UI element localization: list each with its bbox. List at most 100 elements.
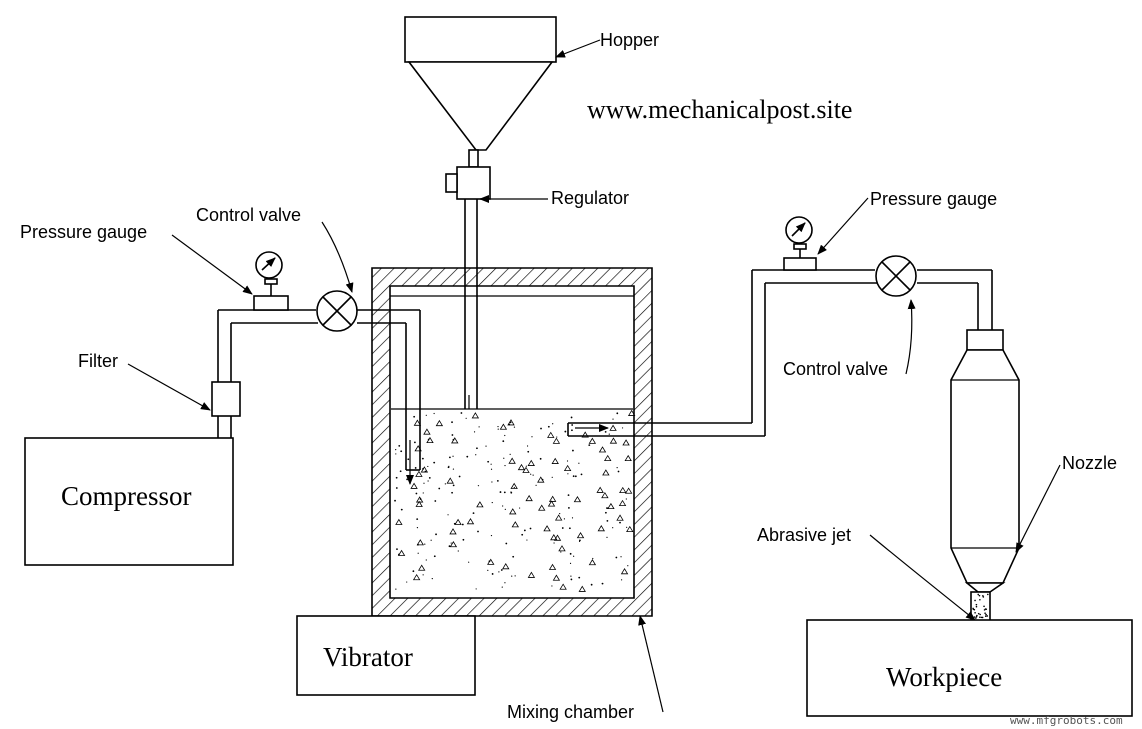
abrasive-particle	[430, 539, 432, 541]
abrasive-particle	[588, 559, 597, 566]
abrasive-particle	[448, 545, 451, 548]
abrasive-particle	[517, 463, 526, 471]
abrasive-particle	[504, 582, 506, 584]
jet-particle	[984, 612, 986, 614]
abrasive-particle	[616, 514, 624, 521]
abrasive-particle	[508, 457, 516, 464]
abrasive-particle	[488, 560, 491, 563]
abrasive-particle	[571, 424, 574, 426]
abrasive-particle	[573, 495, 582, 503]
abrasive-particle	[499, 491, 502, 493]
pressure-gauge-left	[253, 251, 289, 311]
jet-particle	[986, 615, 989, 617]
abrasive-particle	[527, 571, 536, 578]
abrasive-particle	[509, 508, 517, 515]
abrasive-particle	[553, 542, 555, 544]
abrasive-particle	[529, 527, 532, 530]
abrasive-particle	[466, 518, 475, 525]
watermark: www.mfgrobots.com	[1010, 714, 1123, 727]
abrasive-particle	[448, 456, 451, 459]
abrasive-particle	[449, 528, 457, 535]
abrasive-particle	[504, 464, 506, 467]
abrasive-particle	[412, 573, 421, 581]
abrasive-particle	[552, 437, 561, 444]
abrasive-particle	[523, 529, 526, 532]
abrasive-particle	[415, 470, 423, 477]
abrasive-particle	[547, 500, 556, 507]
abrasive-particle	[452, 455, 454, 457]
abrasive-particle	[487, 460, 490, 463]
filter	[211, 381, 241, 417]
label-control-valve-left: Control valve	[196, 205, 301, 225]
abrasive-particle	[395, 476, 398, 479]
abrasive-particle	[608, 433, 610, 435]
abrasive-particle	[466, 455, 469, 458]
label-mixing-chamber: Mixing chamber	[507, 702, 634, 722]
abrasive-particle	[569, 552, 572, 555]
abrasive-particle	[422, 574, 424, 576]
jet-particle	[974, 599, 976, 602]
abrasive-particle	[394, 499, 396, 502]
jet-particle	[979, 613, 981, 616]
abrasive-particle	[435, 419, 444, 427]
abrasive-particle	[531, 436, 533, 438]
abrasive-particle	[502, 440, 505, 443]
abrasive-particle	[559, 512, 561, 515]
abrasive-particle	[478, 426, 480, 428]
abrasive-particle	[491, 573, 494, 575]
abrasive-particle	[548, 495, 557, 502]
abrasive-particle	[447, 466, 450, 469]
abrasive-particle	[407, 458, 410, 461]
abrasive-particle	[541, 478, 544, 481]
abrasive-particle	[423, 482, 425, 484]
abrasive-particle	[410, 482, 418, 489]
abrasive-particle	[490, 463, 492, 465]
abrasive-particle	[435, 533, 437, 536]
abrasive-particle	[451, 421, 453, 424]
abrasive-particle	[504, 508, 506, 511]
abrasive-particle	[609, 424, 617, 431]
abrasive-particle	[539, 457, 542, 460]
abrasive-particle	[512, 555, 515, 558]
jet-particle	[975, 603, 978, 606]
label-pressure-gauge-right: Pressure gauge	[870, 189, 997, 209]
abrasive-particle	[615, 556, 618, 559]
abrasive-particle	[592, 557, 594, 560]
abrasive-particle	[580, 473, 583, 476]
abrasive-particle	[625, 498, 627, 500]
abrasive-particle	[527, 450, 530, 453]
abrasive-particle	[588, 437, 597, 444]
abrasive-particle	[472, 512, 475, 515]
abrasive-particle	[395, 453, 397, 455]
abrasive-particle	[574, 475, 577, 478]
abrasive-particle	[415, 500, 423, 507]
jet-particle	[975, 617, 977, 619]
abrasive-particle	[395, 487, 398, 489]
abrasive-particle	[450, 542, 452, 544]
abrasive-particle	[573, 555, 575, 557]
abrasive-particle	[434, 500, 437, 502]
abrasive-particle	[622, 439, 630, 446]
abrasive-particle	[552, 423, 554, 425]
label-compressor: Compressor	[61, 481, 192, 511]
abrasive-particle	[400, 450, 403, 453]
abrasive-powder	[391, 409, 633, 597]
control-valve-right	[875, 255, 917, 297]
abrasive-particle	[395, 588, 397, 590]
abrasive-particle	[621, 427, 624, 429]
abrasive-particle	[398, 444, 401, 447]
jet-particle	[975, 615, 978, 618]
label-pressure-gauge-left: Pressure gauge	[20, 222, 147, 242]
abrasive-particle	[535, 484, 537, 486]
abrasive-particle	[460, 412, 463, 414]
abrasive-particle	[578, 540, 581, 542]
abrasive-particle	[563, 464, 572, 471]
abrasive-particle	[619, 521, 621, 524]
abrasive-particle	[446, 477, 454, 484]
abrasive-particle	[507, 419, 515, 426]
abrasive-particle	[476, 447, 478, 450]
abrasive-particle	[567, 473, 569, 475]
label-hopper: Hopper	[600, 30, 659, 50]
abrasive-particle	[571, 429, 573, 432]
